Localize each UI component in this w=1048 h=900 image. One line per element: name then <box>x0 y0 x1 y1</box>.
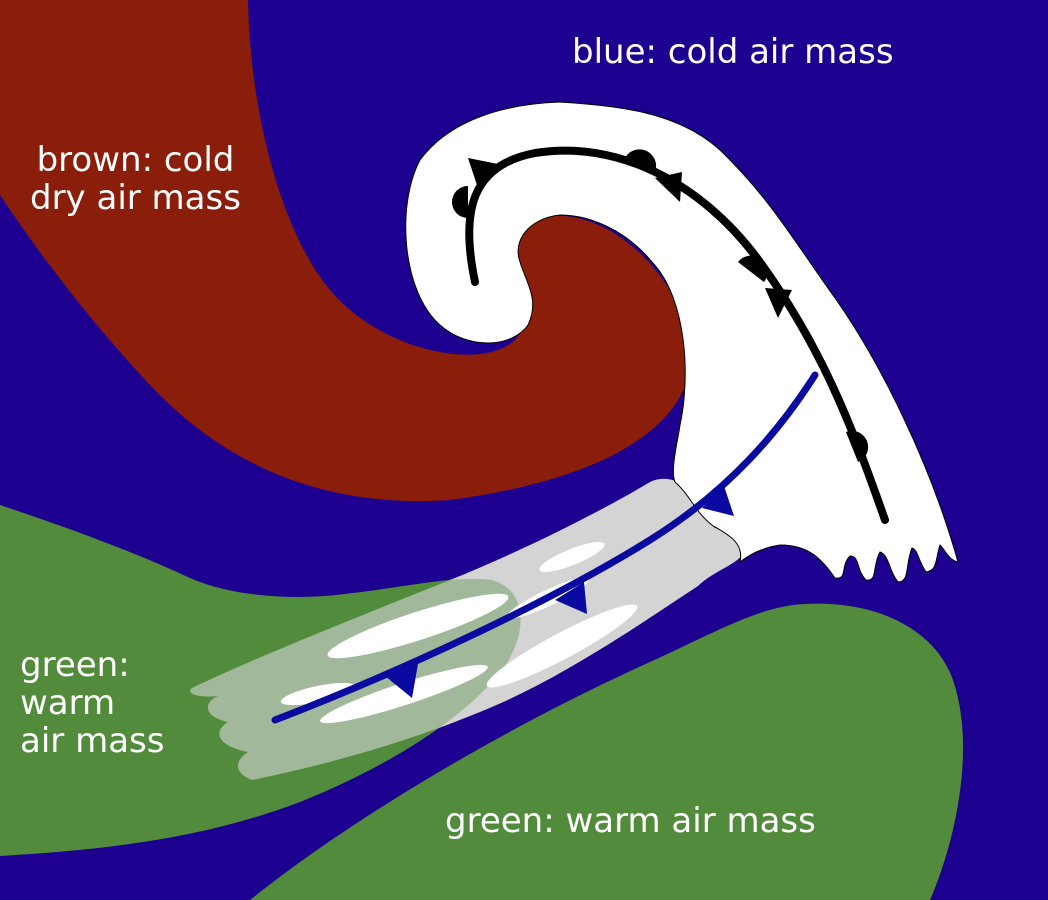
cold-front-triangle <box>468 158 498 188</box>
cold-front-triangle <box>702 486 734 516</box>
cold-front-triangle <box>655 172 682 202</box>
cold-front-triangle <box>765 288 792 318</box>
warm-front-semicircle <box>452 186 468 218</box>
occluded-front <box>452 146 889 524</box>
comma-cloud <box>405 101 959 583</box>
warm-front-semicircle <box>738 255 768 282</box>
warm-front-semicircle <box>846 430 869 462</box>
cloud-band <box>190 478 746 780</box>
cold-front-triangle <box>555 582 587 614</box>
cold-front-triangle <box>385 664 418 698</box>
warm-front-semicircle <box>624 149 657 172</box>
label-warm-air-mass-left: green: warm air mass <box>20 645 165 761</box>
cold-front <box>271 371 819 724</box>
cloud-streaks <box>280 541 638 724</box>
warm-air-mass-bottom <box>250 603 964 900</box>
label-warm-air-mass-bottom: green: warm air mass <box>445 801 816 841</box>
cold-dry-air-mass-area <box>0 0 691 502</box>
label-cold-air-mass: blue: cold air mass <box>572 32 894 72</box>
label-cold-dry-air-mass: brown: cold dry air mass <box>30 140 241 218</box>
